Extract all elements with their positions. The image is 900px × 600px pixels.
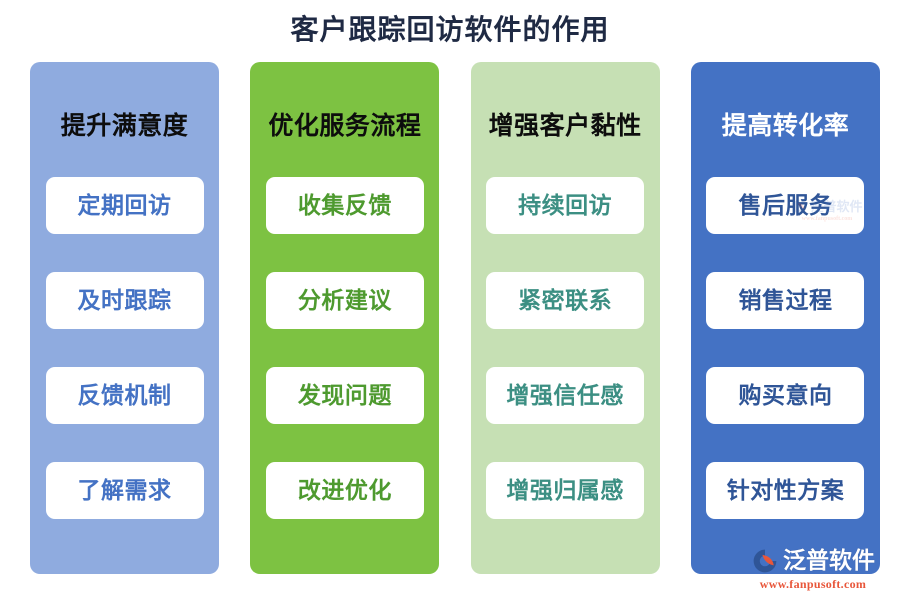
card-label: 增强信任感 bbox=[506, 382, 624, 408]
list-item[interactable]: 持续回访 bbox=[486, 177, 645, 234]
card-label: 收集反馈 bbox=[297, 192, 392, 218]
list-item[interactable]: 紧密联系 bbox=[486, 272, 645, 329]
list-item[interactable]: 增强信任感 bbox=[486, 367, 645, 424]
column-group: 提升满意度 定期回访 及时跟踪 反馈机制 了解需求 优化服务流程 bbox=[30, 62, 880, 574]
card-list: 售后服务 销售过程 购买意向 针对性方案 bbox=[691, 177, 880, 519]
card-label: 紧密联系 bbox=[518, 287, 613, 313]
column-enhance-customer-stickiness[interactable]: 增强客户黏性 持续回访 紧密联系 增强信任感 增强归属感 bbox=[470, 62, 660, 574]
list-item[interactable]: 针对性方案 bbox=[706, 462, 865, 519]
list-item[interactable]: 改进优化 bbox=[265, 462, 424, 519]
card-label: 售后服务 bbox=[738, 192, 833, 218]
card-label: 持续回访 bbox=[518, 192, 613, 218]
card-list: 收集反馈 分析建议 发现问题 改进优化 bbox=[250, 177, 439, 519]
list-item[interactable]: 销售过程 bbox=[706, 272, 865, 329]
card-label: 发现问题 bbox=[297, 382, 392, 408]
card-label: 了解需求 bbox=[77, 477, 172, 503]
card-label: 定期回访 bbox=[77, 192, 172, 218]
list-item[interactable]: 反馈机制 bbox=[45, 367, 204, 424]
column-optimize-service-process[interactable]: 优化服务流程 收集反馈 分析建议 发现问题 改进优化 bbox=[250, 62, 440, 574]
column-header: 提升满意度 bbox=[60, 113, 189, 140]
card-label: 销售过程 bbox=[738, 287, 833, 313]
column-increase-conversion-rate[interactable]: 提高转化率 售后服务 销售过程 购买意向 针对性方案 bbox=[690, 62, 880, 574]
card-list: 定期回访 及时跟踪 反馈机制 了解需求 bbox=[30, 177, 219, 519]
list-item[interactable]: 了解需求 bbox=[45, 462, 204, 519]
card-label: 改进优化 bbox=[297, 477, 392, 503]
list-item[interactable]: 分析建议 bbox=[265, 272, 424, 329]
card-label: 及时跟踪 bbox=[77, 287, 172, 313]
column-header: 增强客户黏性 bbox=[488, 113, 642, 140]
list-item[interactable]: 售后服务 bbox=[706, 177, 865, 234]
column-improve-satisfaction[interactable]: 提升满意度 定期回访 及时跟踪 反馈机制 了解需求 bbox=[30, 62, 219, 574]
list-item[interactable]: 购买意向 bbox=[706, 367, 865, 424]
card-label: 分析建议 bbox=[297, 287, 392, 313]
card-list: 持续回访 紧密联系 增强信任感 增强归属感 bbox=[471, 177, 660, 519]
brand-url: www.fanpusoft.com bbox=[759, 577, 867, 591]
column-header: 优化服务流程 bbox=[268, 113, 422, 140]
card-label: 购买意向 bbox=[738, 382, 833, 408]
list-item[interactable]: 收集反馈 bbox=[265, 177, 424, 234]
card-label: 增强归属感 bbox=[506, 477, 624, 503]
list-item[interactable]: 定期回访 bbox=[45, 177, 204, 234]
list-item[interactable]: 发现问题 bbox=[265, 367, 424, 424]
column-header: 提高转化率 bbox=[721, 113, 850, 140]
page-title: 客户跟踪回访软件的作用 bbox=[290, 15, 610, 46]
list-item[interactable]: 及时跟踪 bbox=[45, 272, 204, 329]
card-label: 针对性方案 bbox=[726, 477, 845, 503]
list-item[interactable]: 增强归属感 bbox=[486, 462, 645, 519]
card-label: 反馈机制 bbox=[77, 382, 172, 408]
